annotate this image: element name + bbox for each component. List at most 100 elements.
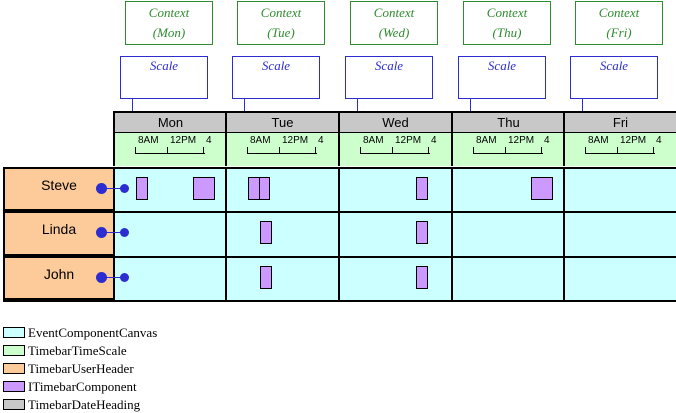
context-label: Context xyxy=(373,5,415,20)
timebar-component xyxy=(416,266,428,289)
time-scale-axis xyxy=(247,153,317,154)
context-box-fri: Context (Fri) xyxy=(575,1,663,45)
canvas-anchor-dot xyxy=(120,273,129,282)
time-tick xyxy=(315,147,316,154)
time-tick-label: 12PM xyxy=(395,135,422,146)
time-scale-axis xyxy=(135,153,205,154)
time-scale-axis xyxy=(360,153,430,154)
time-tick-label: 12PM xyxy=(170,135,197,146)
context-label: (Wed) xyxy=(378,25,410,40)
time-tick-label: 12PM xyxy=(508,135,535,146)
event-canvas-cell xyxy=(563,167,676,211)
date-heading-wed: Wed xyxy=(338,111,451,132)
scale-box-tue: Scale xyxy=(232,56,320,99)
time-tick-label: 8AM xyxy=(363,135,384,146)
time-tick xyxy=(473,147,474,154)
time-tick xyxy=(279,147,280,154)
time-tick-label: 4 xyxy=(544,135,550,146)
time-scale-mon: 8AM 12PM 4 xyxy=(113,132,226,166)
user-anchor-dot xyxy=(96,227,107,238)
timebar-component xyxy=(531,177,553,200)
time-tick-label: 12PM xyxy=(282,135,309,146)
canvas-anchor-dot xyxy=(120,228,129,237)
legend-swatch xyxy=(3,363,25,374)
context-box-thu: Context(Thu) xyxy=(463,1,551,45)
date-heading-thu: Thu xyxy=(451,111,564,132)
time-tick xyxy=(653,147,654,154)
legend-label: TimebarUserHeader xyxy=(28,361,134,376)
legend-swatch xyxy=(3,327,25,338)
date-heading-tue: Tue xyxy=(225,111,338,132)
user-connector xyxy=(102,277,124,278)
scale-box-wed: Scale xyxy=(345,56,433,99)
legend-label: TimebarTimeScale xyxy=(28,343,127,358)
time-tick-label: 4 xyxy=(318,135,324,146)
context-label: Context xyxy=(260,5,302,20)
timebar-component xyxy=(259,177,270,200)
legend-swatch xyxy=(3,399,25,410)
timebar-component xyxy=(260,221,272,244)
user-header-john: John xyxy=(3,256,113,300)
time-tick xyxy=(135,147,136,154)
legend-label: ITimebarComponent xyxy=(28,379,137,394)
time-tick xyxy=(428,147,429,154)
event-canvas-cell xyxy=(338,211,451,256)
legend-label: TimebarDateHeading xyxy=(28,397,141,412)
context-label: (Tue) xyxy=(267,25,295,40)
event-canvas-cell xyxy=(563,256,676,300)
time-scale-thu: 8AM 12PM 4 xyxy=(451,132,564,166)
context-label: (Fri) xyxy=(606,25,632,40)
event-canvas-cell xyxy=(225,211,338,256)
timebar-component xyxy=(260,266,272,289)
event-canvas-cell xyxy=(451,256,564,300)
event-canvas-cell xyxy=(563,211,676,256)
context-label: Context xyxy=(598,5,640,20)
date-heading-mon: Mon xyxy=(113,111,226,132)
time-tick-label: 8AM xyxy=(476,135,497,146)
time-tick-label: 4 xyxy=(206,135,212,146)
context-box-tue: Context (Tue) xyxy=(237,1,325,45)
event-canvas-cell xyxy=(338,167,451,211)
user-anchor-dot xyxy=(96,272,107,283)
event-canvas-cell xyxy=(338,256,451,300)
context-label: (Mon) xyxy=(152,25,186,40)
timebar-component xyxy=(193,177,215,200)
time-tick xyxy=(585,147,586,154)
scale-box-thu: Scale xyxy=(458,56,546,99)
time-tick-label: 4 xyxy=(431,135,437,146)
time-tick-label: 4 xyxy=(656,135,662,146)
time-scale-wed: 8AM 12PM 4 xyxy=(338,132,451,166)
time-tick-label: 8AM xyxy=(588,135,609,146)
user-header-linda: Linda xyxy=(3,211,113,256)
legend-label: EventComponentCanvas xyxy=(28,325,158,340)
context-box-mon: Context (Mon) xyxy=(125,1,213,45)
time-scale-axis xyxy=(473,153,543,154)
time-tick xyxy=(617,147,618,154)
user-header-steve: Steve xyxy=(3,167,113,211)
timebar-component xyxy=(136,177,148,200)
event-canvas-cell xyxy=(451,211,564,256)
context-label: Context xyxy=(148,5,190,20)
grid-bottom-border xyxy=(3,300,676,302)
scale-box-mon: Scale xyxy=(120,56,208,99)
time-scale-axis xyxy=(585,153,655,154)
user-connector xyxy=(102,232,124,233)
date-heading-fri: Fri xyxy=(563,111,676,132)
grid-top-border xyxy=(3,167,113,169)
time-tick xyxy=(505,147,506,154)
time-tick-label: 8AM xyxy=(138,135,159,146)
time-tick-label: 12PM xyxy=(620,135,647,146)
time-tick xyxy=(392,147,393,154)
timebar-component xyxy=(416,177,428,200)
timebar-component xyxy=(416,221,428,244)
event-canvas-cell xyxy=(113,256,226,300)
time-tick xyxy=(360,147,361,154)
canvas-top-border xyxy=(113,167,676,169)
user-anchor-dot xyxy=(96,183,107,194)
legend-swatch xyxy=(3,381,25,392)
canvas-anchor-dot xyxy=(120,184,129,193)
time-tick xyxy=(247,147,248,154)
event-canvas-cell xyxy=(225,256,338,300)
time-tick xyxy=(541,147,542,154)
